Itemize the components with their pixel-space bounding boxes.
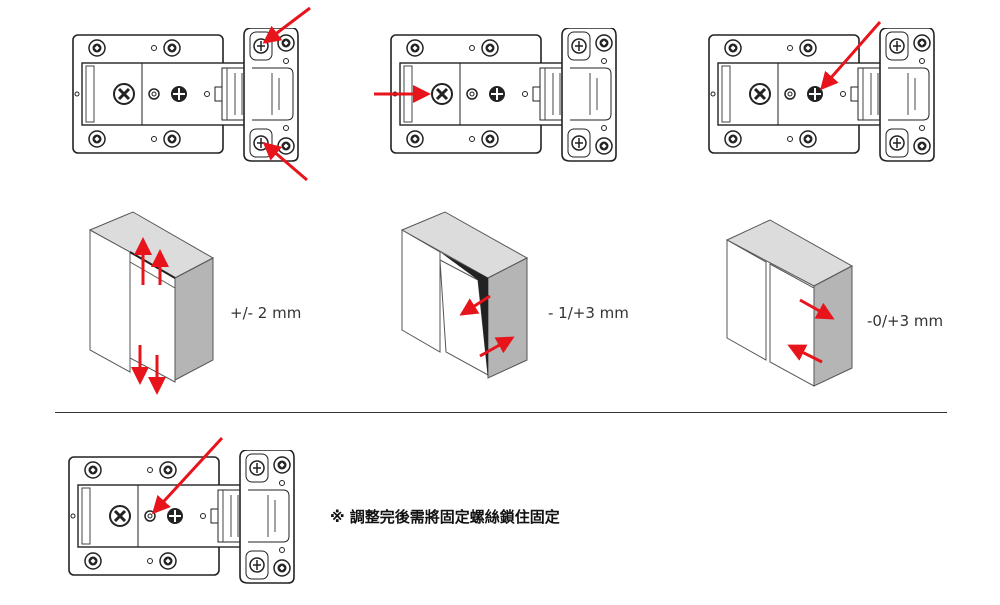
depth-adjust-label: - 1/+3 mm <box>548 304 629 322</box>
arrow-icon <box>820 21 882 91</box>
hinge-depth-adjust <box>374 28 616 161</box>
lateral-adjust-label: -0/+3 mm <box>867 312 944 330</box>
hinge-vertical-adjust <box>73 6 311 182</box>
arrow-icon <box>151 436 224 515</box>
door-lateral-illustration <box>725 219 854 387</box>
arrow-icon <box>262 142 308 182</box>
lock-screw-note: ※ 調整完後需將固定螺絲鎖住固定 <box>330 508 560 526</box>
hinge-lateral-adjust <box>709 21 934 161</box>
divider <box>55 412 947 413</box>
arrow-icon <box>459 294 491 316</box>
arrow-icon <box>262 6 311 44</box>
door-depth-illustration <box>400 211 529 379</box>
vertical-adjust-label: +/- 2 mm <box>230 304 302 322</box>
arrow-icon <box>479 336 515 358</box>
hinge-lock-screw <box>69 436 294 583</box>
arrow-icon <box>787 344 823 364</box>
door-vertical-illustration <box>88 211 215 395</box>
arrow-icon <box>799 298 835 320</box>
